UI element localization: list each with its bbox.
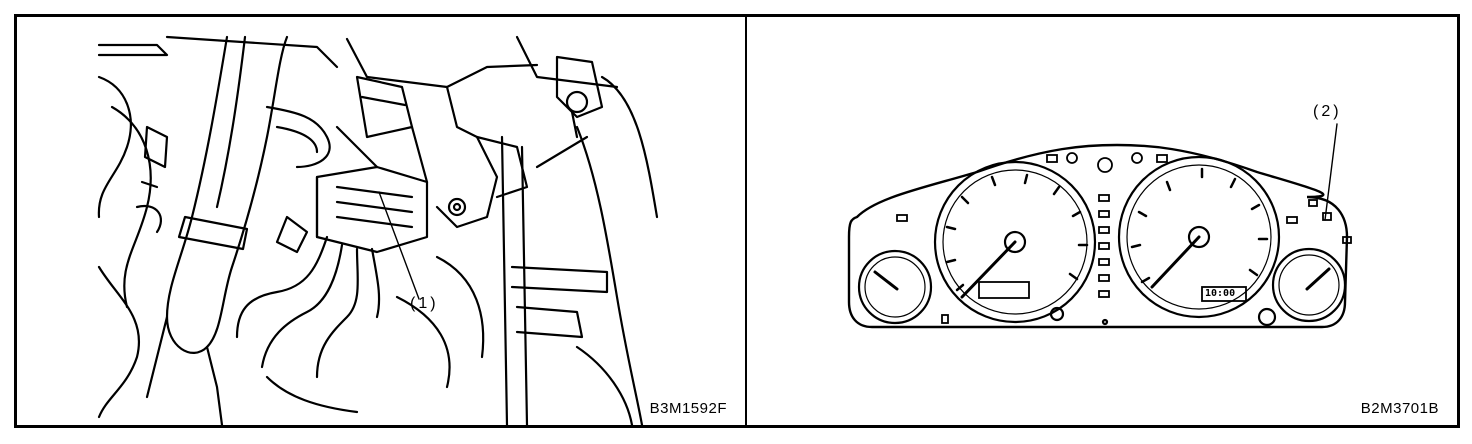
- instrument-cluster-drawing: [847, 123, 1352, 329]
- left-figure-panel: (1) B3M1592F: [17, 17, 747, 425]
- figure-frame: (1) B3M1592F: [14, 14, 1460, 428]
- right-figure-panel: (2) 10:00 B2M3701B: [747, 17, 1457, 425]
- clock-readout: 10:00: [1205, 288, 1236, 299]
- callout-label: (2): [1313, 103, 1342, 120]
- figure-code: B2M3701B: [1360, 400, 1439, 417]
- figure-code: B3M1592F: [649, 400, 727, 417]
- harness-connector-drawing: [97, 35, 659, 425]
- callout-label: (1): [410, 295, 439, 312]
